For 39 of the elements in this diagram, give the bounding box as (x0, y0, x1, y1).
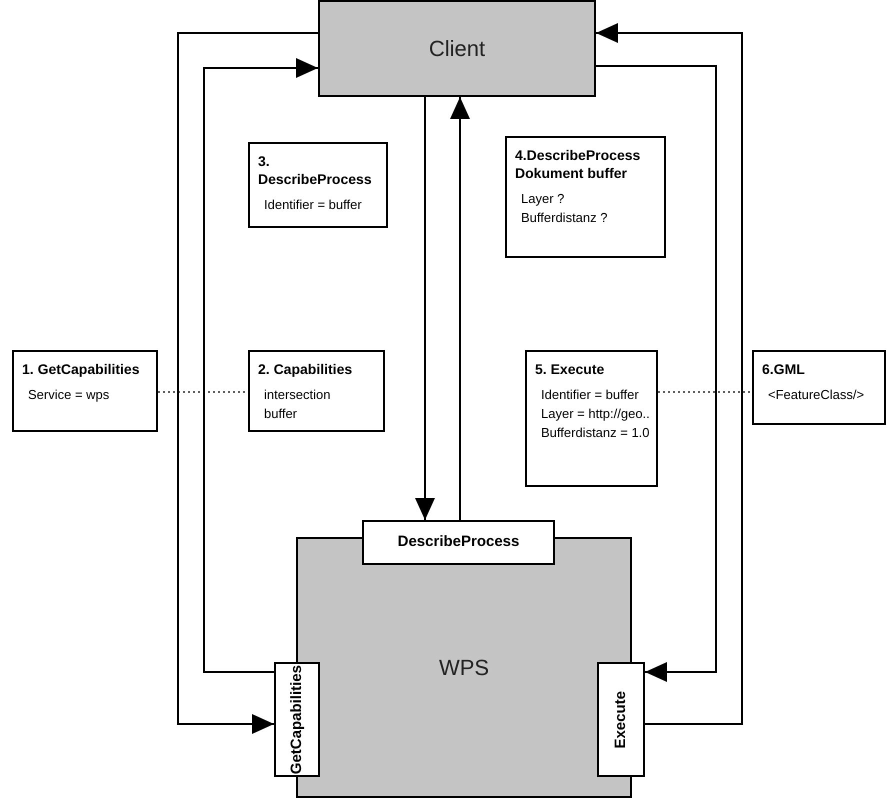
operation-label: DescribeProcess (398, 532, 520, 552)
note-text: Bufferdistanz = 1.0 (540, 424, 648, 441)
note-text: Bufferdistanz ? (520, 209, 608, 226)
arrow (203, 58, 318, 673)
operation-label: GetCapabilities (286, 664, 306, 774)
dotted-line (658, 391, 752, 393)
operation-box (274, 662, 320, 777)
note-text: buffer (263, 405, 298, 422)
note-text: Service = wps (27, 386, 110, 403)
request-note-box (248, 350, 385, 432)
note-heading: 5. Execute (535, 360, 606, 378)
dotted-line (158, 391, 248, 393)
request-note-box (248, 142, 388, 228)
note-text: Identifier = buffer (263, 196, 363, 213)
note-text: Layer ? (520, 190, 566, 207)
note-text: Identifier = buffer (540, 386, 640, 403)
operation-box (362, 520, 555, 565)
note-heading: 6.GML (762, 360, 806, 378)
note-heading: 3. DescribeProcess (258, 152, 373, 188)
note-text: Layer = http://geo.. (540, 405, 648, 422)
note-heading: 1. GetCapabilities (22, 360, 140, 378)
note-text: intersection (263, 386, 332, 403)
request-note-box (525, 350, 658, 487)
request-note-box (505, 136, 666, 258)
arrow (596, 23, 743, 725)
arrow (415, 97, 435, 520)
arrow (450, 97, 470, 520)
note-heading: 4.DescribeProcess Dokument buffer (515, 146, 642, 182)
arrow (177, 32, 318, 734)
component-label: Client (428, 35, 486, 63)
component-box (318, 0, 596, 97)
request-note-box (752, 350, 886, 425)
operation-box (597, 662, 645, 777)
request-note-box (12, 350, 158, 432)
note-heading: 2. Capabilities (258, 360, 354, 378)
arrow (596, 65, 717, 682)
operation-label: Execute (610, 690, 630, 748)
component-label: WPS (438, 654, 490, 682)
note-text: <FeatureClass/> (767, 386, 866, 403)
